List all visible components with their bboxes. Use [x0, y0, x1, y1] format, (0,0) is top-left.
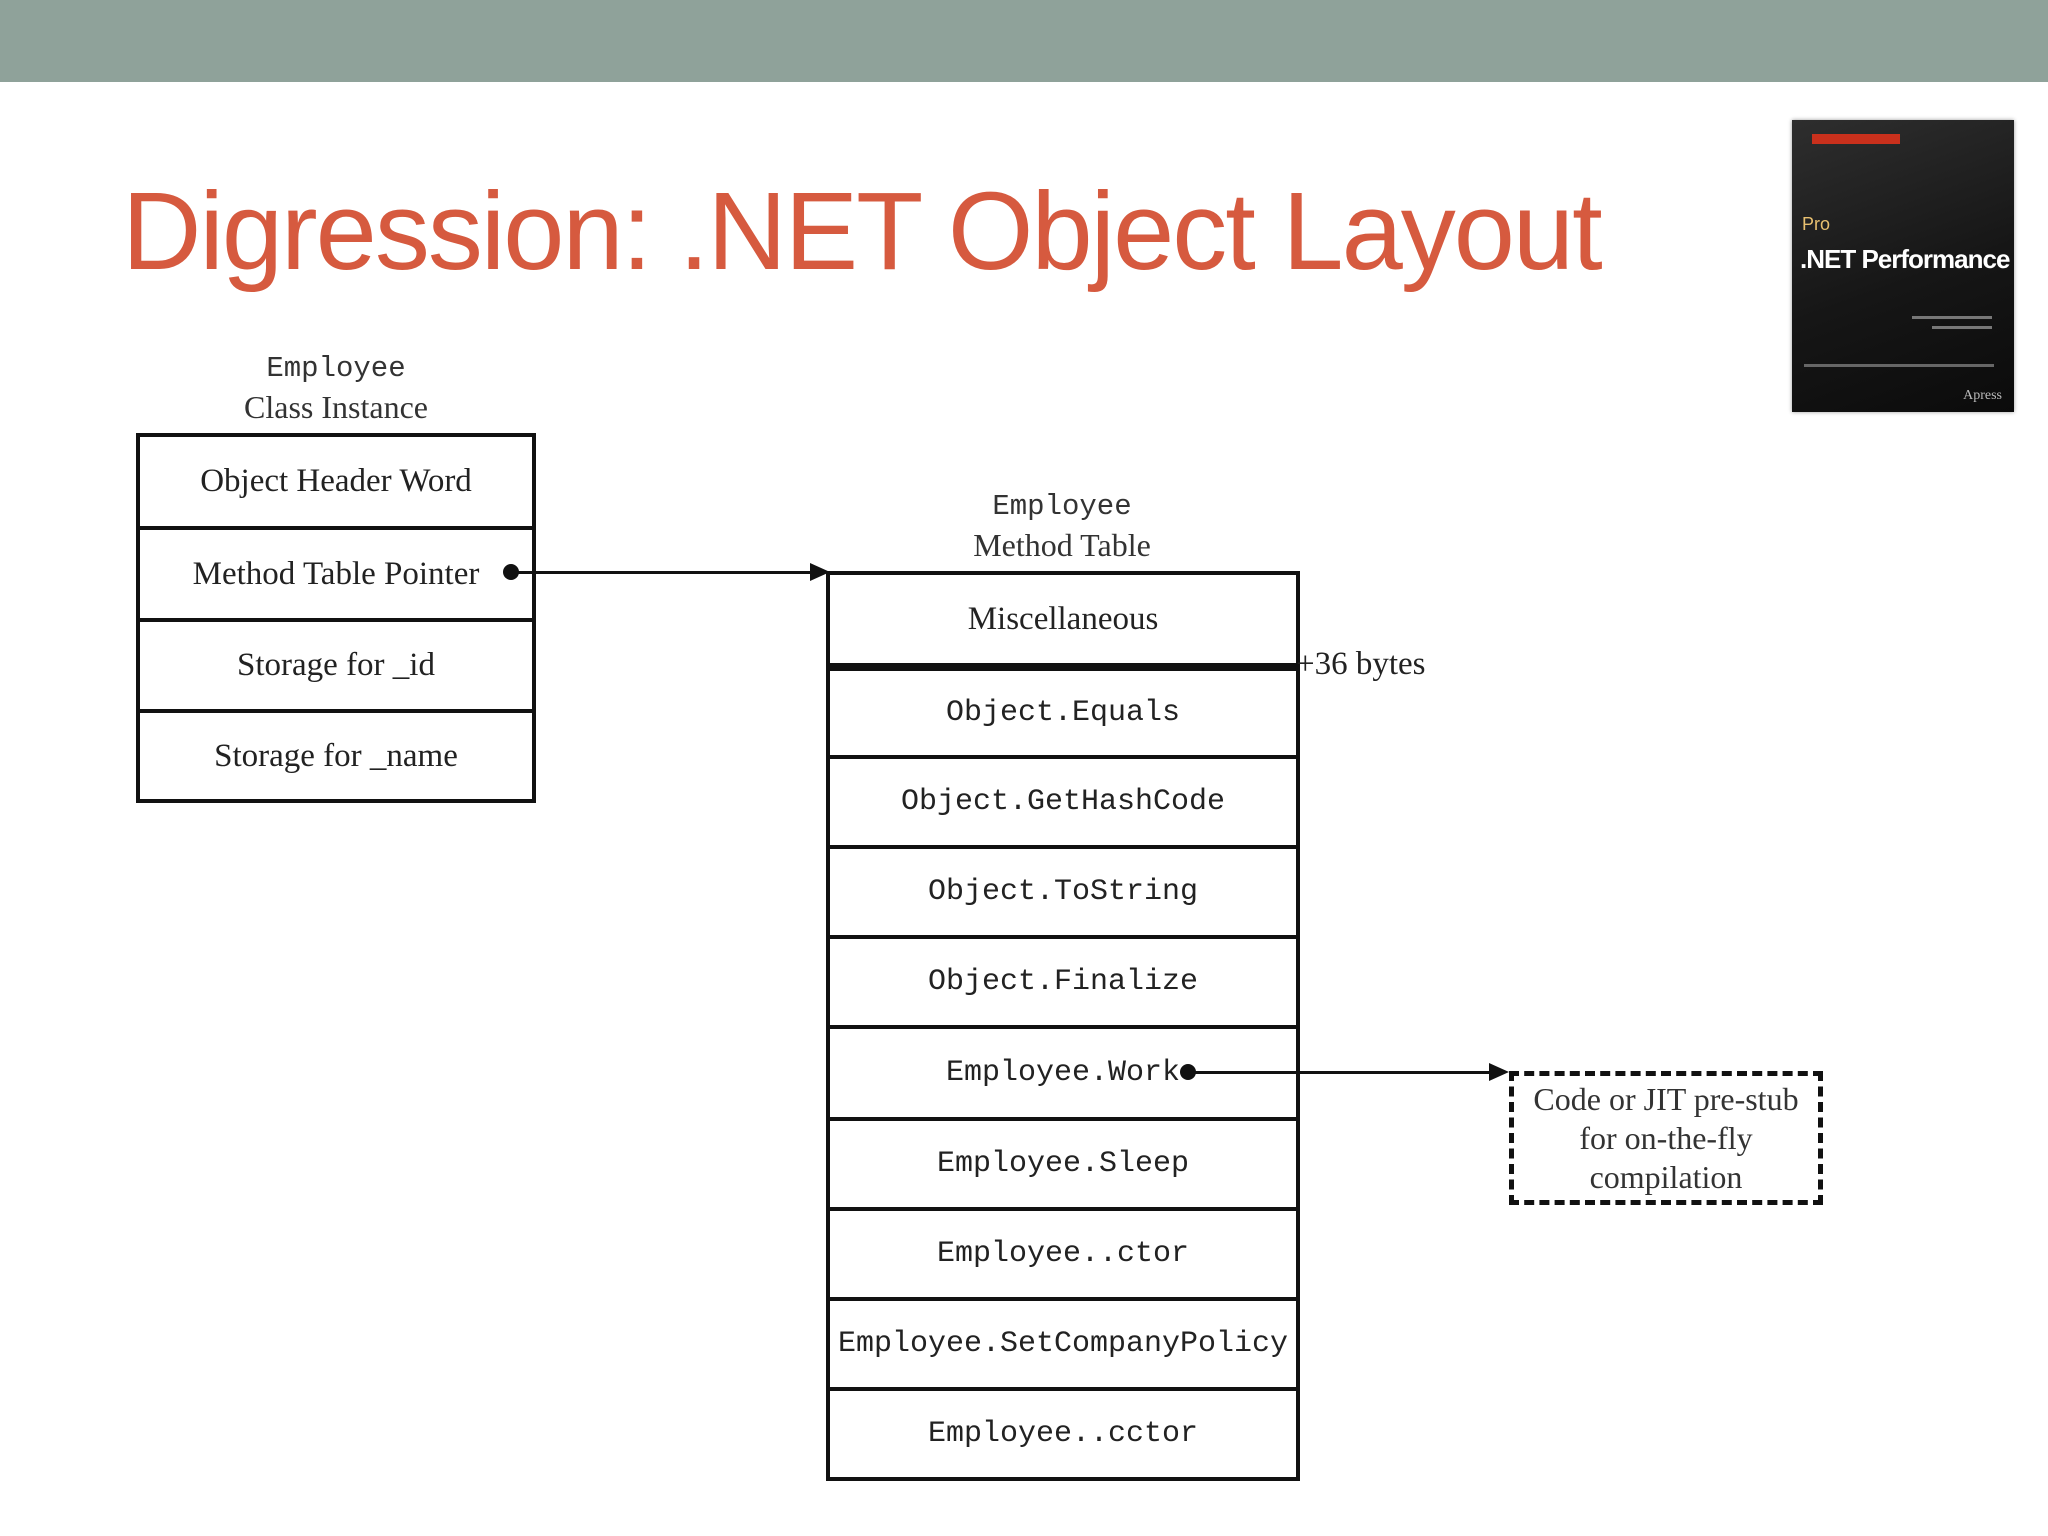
book-cover-fineprint	[1804, 364, 1994, 367]
book-cover-series: Pro	[1802, 214, 1831, 234]
method-table-row-label: Object.ToString	[927, 875, 1199, 909]
method-table-row-divider	[830, 1297, 1296, 1301]
method-table-row-label: Employee.SetCompanyPolicy	[837, 1327, 1289, 1361]
method-table-row-label: Object.GetHashCode	[900, 785, 1226, 819]
method-table-row-divider	[830, 935, 1296, 939]
book-cover-publisher: Apress	[1963, 388, 2002, 403]
method-table-offset-divider	[830, 663, 1296, 671]
instance-row-divider	[140, 709, 532, 713]
method-table-row-label: Employee.Sleep	[936, 1147, 1190, 1181]
book-cover-title: .NET Performance	[1800, 244, 2010, 274]
method-table-box: Miscellaneous Object.Equals Object.GetHa…	[826, 571, 1300, 1481]
method-table-row-divider	[830, 1387, 1296, 1391]
method-table-caption-line1: Employee	[992, 490, 1132, 523]
method-table-row-label: Employee..cctor	[927, 1417, 1199, 1451]
instance-layout-box: Object Header Word Method Table Pointer …	[136, 433, 536, 803]
instance-caption-line1: Employee	[266, 352, 406, 385]
instance-row-label: Storage for _id	[237, 647, 435, 683]
book-cover-fineprint	[1912, 316, 1992, 319]
method-table-row-finalize: Object.Finalize	[830, 939, 1296, 1025]
instance-row-header-word: Object Header Word	[140, 437, 532, 526]
jit-stub-text: Code or JIT pre-stub for on-the-fly comp…	[1533, 1080, 1799, 1195]
instance-row-divider	[140, 526, 532, 530]
book-cover-image: Pro .NET Performance Apress	[1792, 120, 2014, 412]
instance-row-label: Object Header Word	[200, 463, 472, 499]
method-table-row-divider	[830, 845, 1296, 849]
method-table-row-equals: Object.Equals	[830, 671, 1296, 755]
top-banner	[0, 0, 2048, 82]
method-table-row-gethashcode: Object.GetHashCode	[830, 759, 1296, 845]
method-table-row-divider	[830, 1117, 1296, 1121]
instance-row-storage-id: Storage for _id	[140, 622, 532, 709]
slide-title: Digression: .NET Object Layout	[122, 170, 1603, 293]
method-table-row-label: Employee..ctor	[936, 1237, 1190, 1271]
method-table-row-label: Miscellaneous	[967, 600, 1159, 637]
method-table-row-misc: Miscellaneous	[830, 575, 1296, 663]
work-pointer-arrow-head	[1489, 1063, 1509, 1081]
instance-caption-line2: Class Instance	[244, 389, 428, 425]
book-cover-fineprint	[1932, 326, 1992, 329]
method-table-caption-line2: Method Table	[973, 527, 1151, 563]
book-cover-stripe	[1812, 134, 1900, 144]
instance-caption: Employee Class Instance	[138, 350, 534, 426]
method-table-row-tostring: Object.ToString	[830, 849, 1296, 935]
pointer-arrow-head	[810, 563, 830, 581]
offset-note: +36 bytes	[1296, 646, 1426, 682]
instance-row-label: Method Table Pointer	[192, 555, 480, 592]
method-table-row-divider	[830, 755, 1296, 759]
method-table-row-label: Employee.Work	[945, 1056, 1181, 1090]
instance-row-label: Storage for _name	[214, 737, 458, 774]
method-table-row-cctor: Employee..cctor	[830, 1391, 1296, 1477]
method-table-row-work: Employee.Work	[830, 1029, 1296, 1117]
pointer-arrow-line	[511, 571, 816, 574]
method-table-row-label: Object.Equals	[945, 696, 1181, 730]
method-table-row-divider	[830, 1207, 1296, 1211]
method-table-row-setcompanypolicy: Employee.SetCompanyPolicy	[830, 1301, 1296, 1387]
jit-stub-box: Code or JIT pre-stub for on-the-fly comp…	[1509, 1071, 1823, 1205]
instance-row-method-table-pointer: Method Table Pointer	[140, 530, 532, 618]
method-table-row-sleep: Employee.Sleep	[830, 1121, 1296, 1207]
work-pointer-line	[1188, 1071, 1499, 1074]
method-table-row-divider	[830, 1025, 1296, 1029]
instance-row-divider	[140, 618, 532, 622]
method-table-caption: Employee Method Table	[830, 488, 1294, 564]
method-table-row-label: Object.Finalize	[927, 965, 1199, 999]
method-table-row-ctor: Employee..ctor	[830, 1211, 1296, 1297]
instance-row-storage-name: Storage for _name	[140, 713, 532, 799]
